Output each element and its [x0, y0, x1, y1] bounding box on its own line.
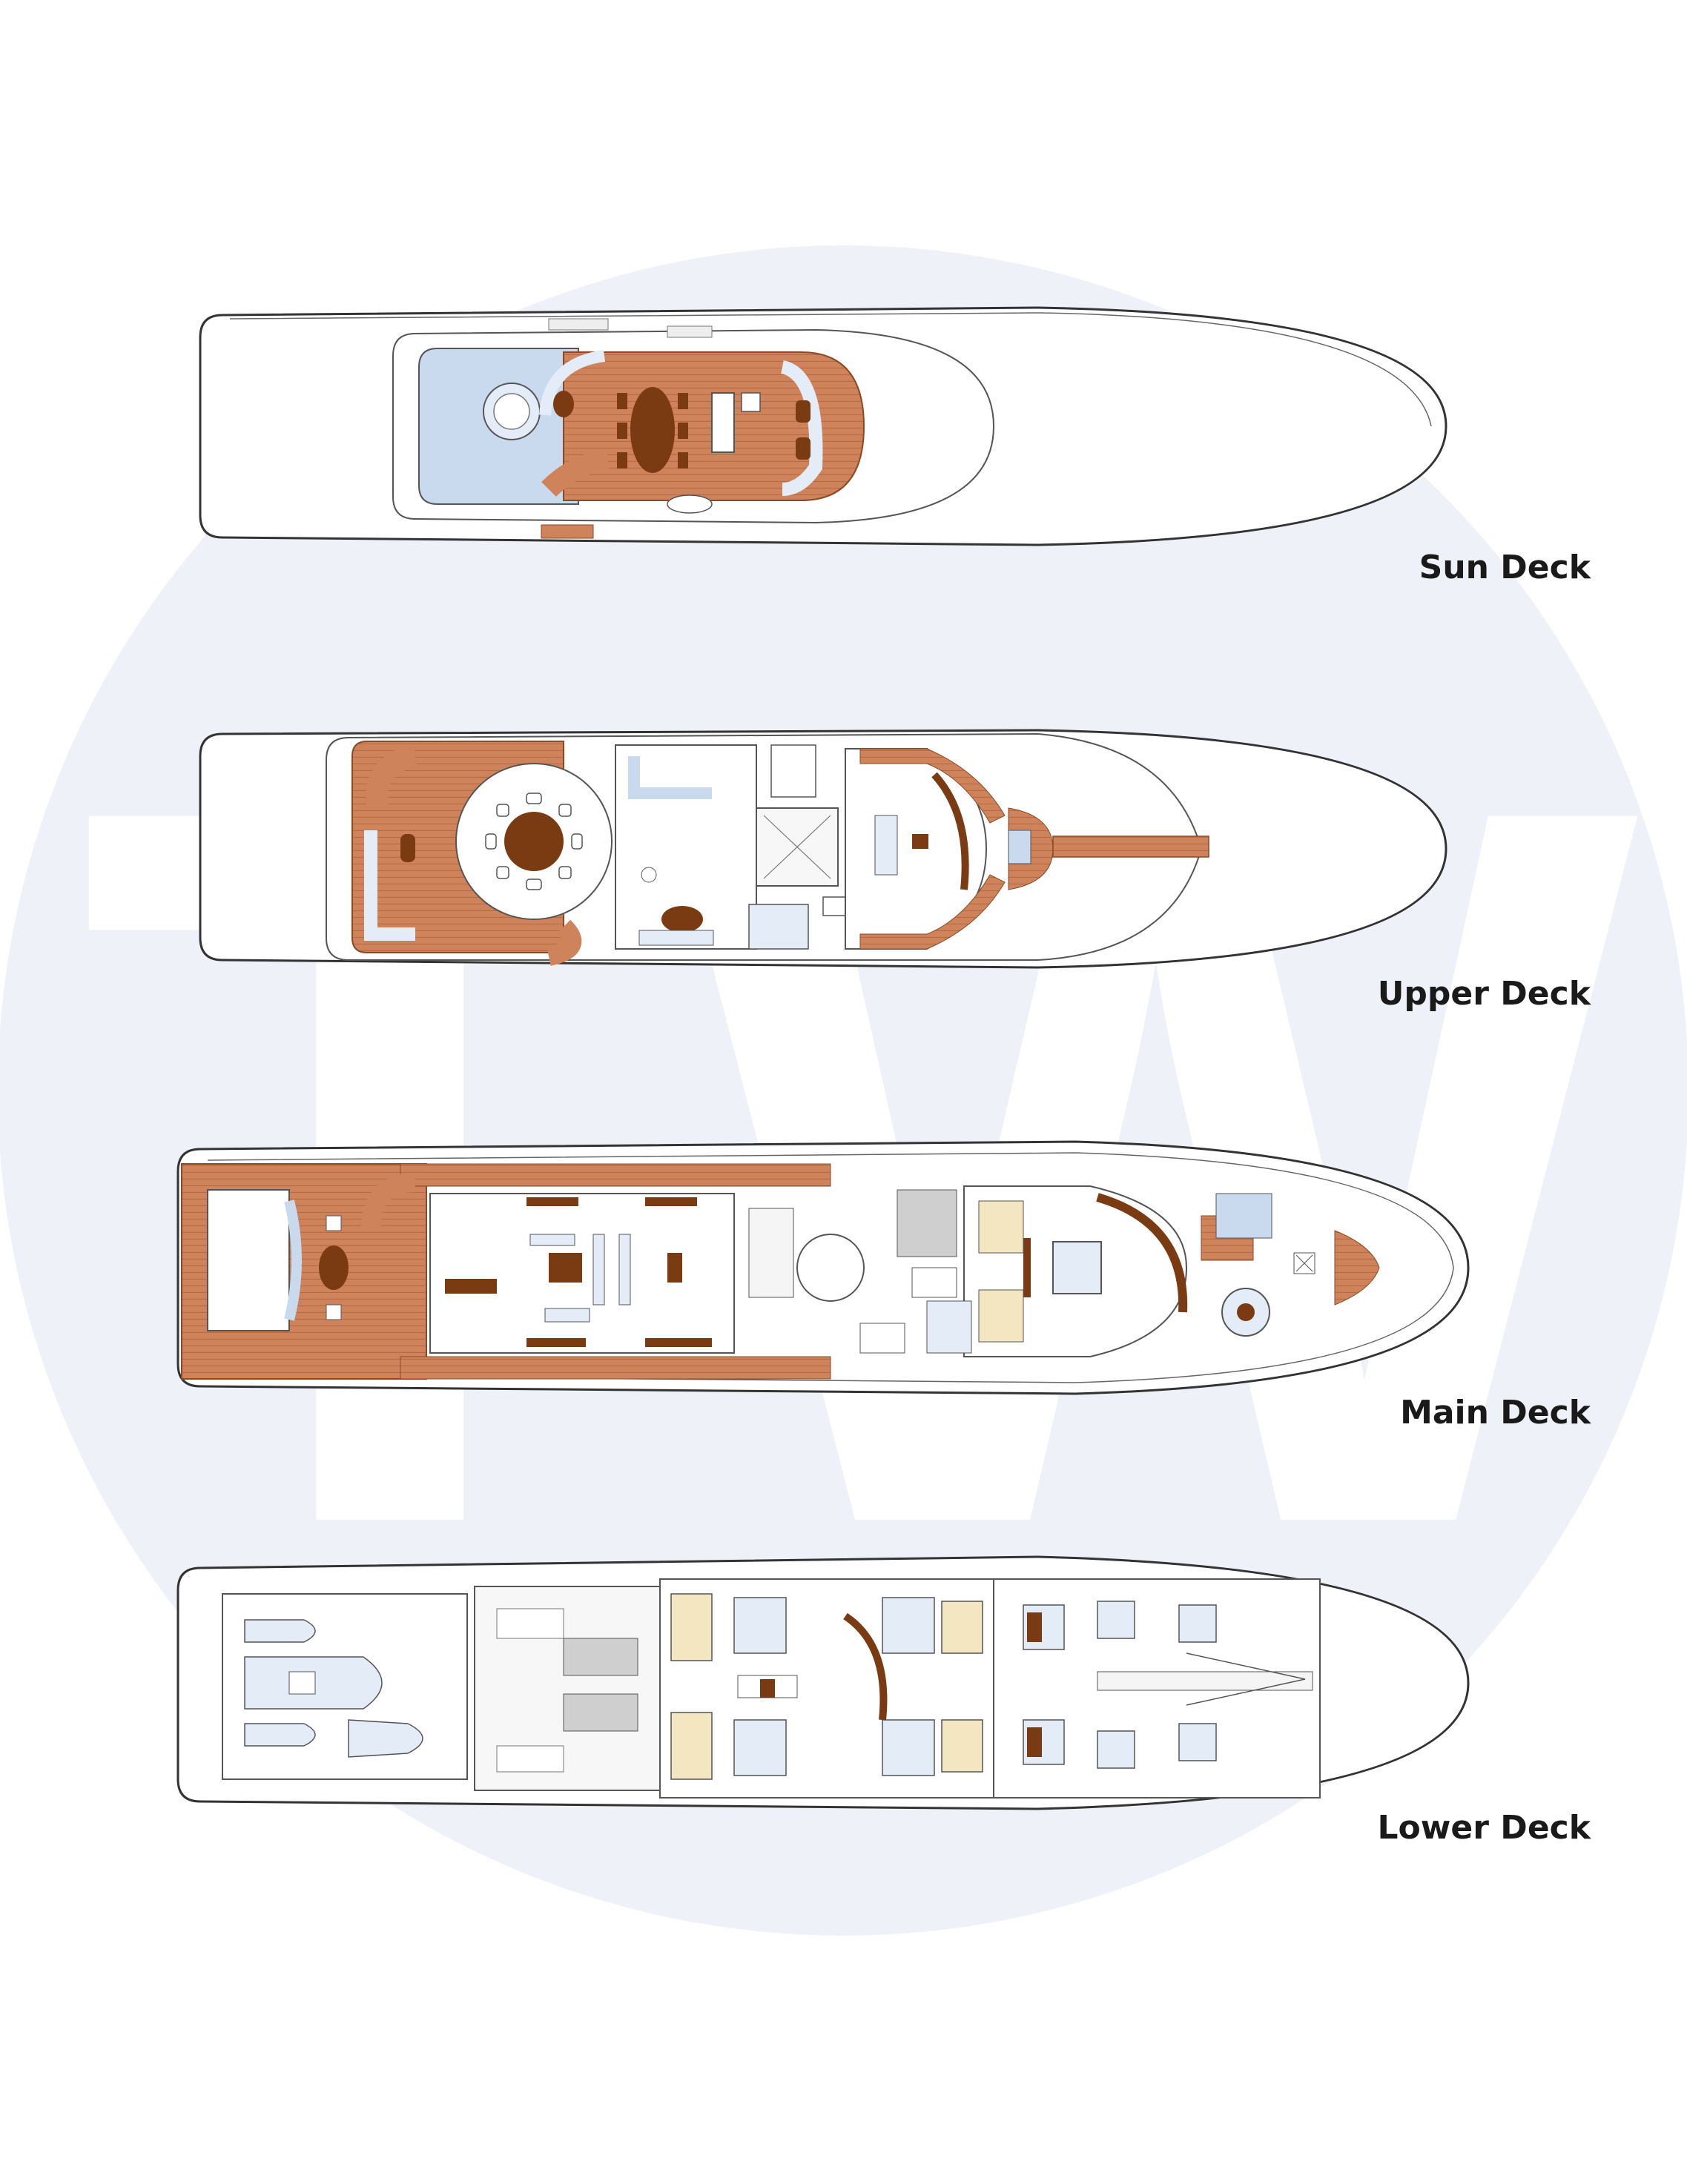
lower-deck-guest-cabin [882, 1597, 935, 1654]
lower-deck-plan [176, 1555, 1470, 1810]
lower-deck: Lower Deck [0, 1535, 1687, 1861]
lower-deck-guest-area [659, 1578, 994, 1799]
lower-deck-guest-cabin [733, 1597, 787, 1654]
lower-deck-label: Lower Deck [1377, 1809, 1591, 1847]
sun-deck-label: Sun Deck [1419, 549, 1591, 586]
main-deck-staircase [796, 1234, 865, 1302]
lower-deck-guest-cabin [733, 1719, 787, 1776]
sun-deck-dining-table [630, 387, 675, 473]
upper-deck: Upper Deck [0, 704, 1687, 1016]
sun-deck: Sun Deck [0, 282, 1687, 586]
main-deck-plan [176, 1140, 1470, 1395]
sun-deck-bar [711, 392, 735, 453]
main-deck: Main Deck [0, 1119, 1687, 1446]
upper-deck-dining-table [504, 812, 564, 871]
lower-deck-guest-cabin [882, 1719, 935, 1776]
watermark-circle [0, 245, 1687, 1936]
upper-deck-walkway [1052, 835, 1209, 858]
main-deck-owner-bed [1052, 1241, 1102, 1294]
upper-deck-plan [199, 729, 1447, 969]
upper-deck-label: Upper Deck [1377, 975, 1591, 1013]
sun-deck-plan [199, 306, 1447, 546]
main-deck-label: Main Deck [1400, 1394, 1591, 1432]
